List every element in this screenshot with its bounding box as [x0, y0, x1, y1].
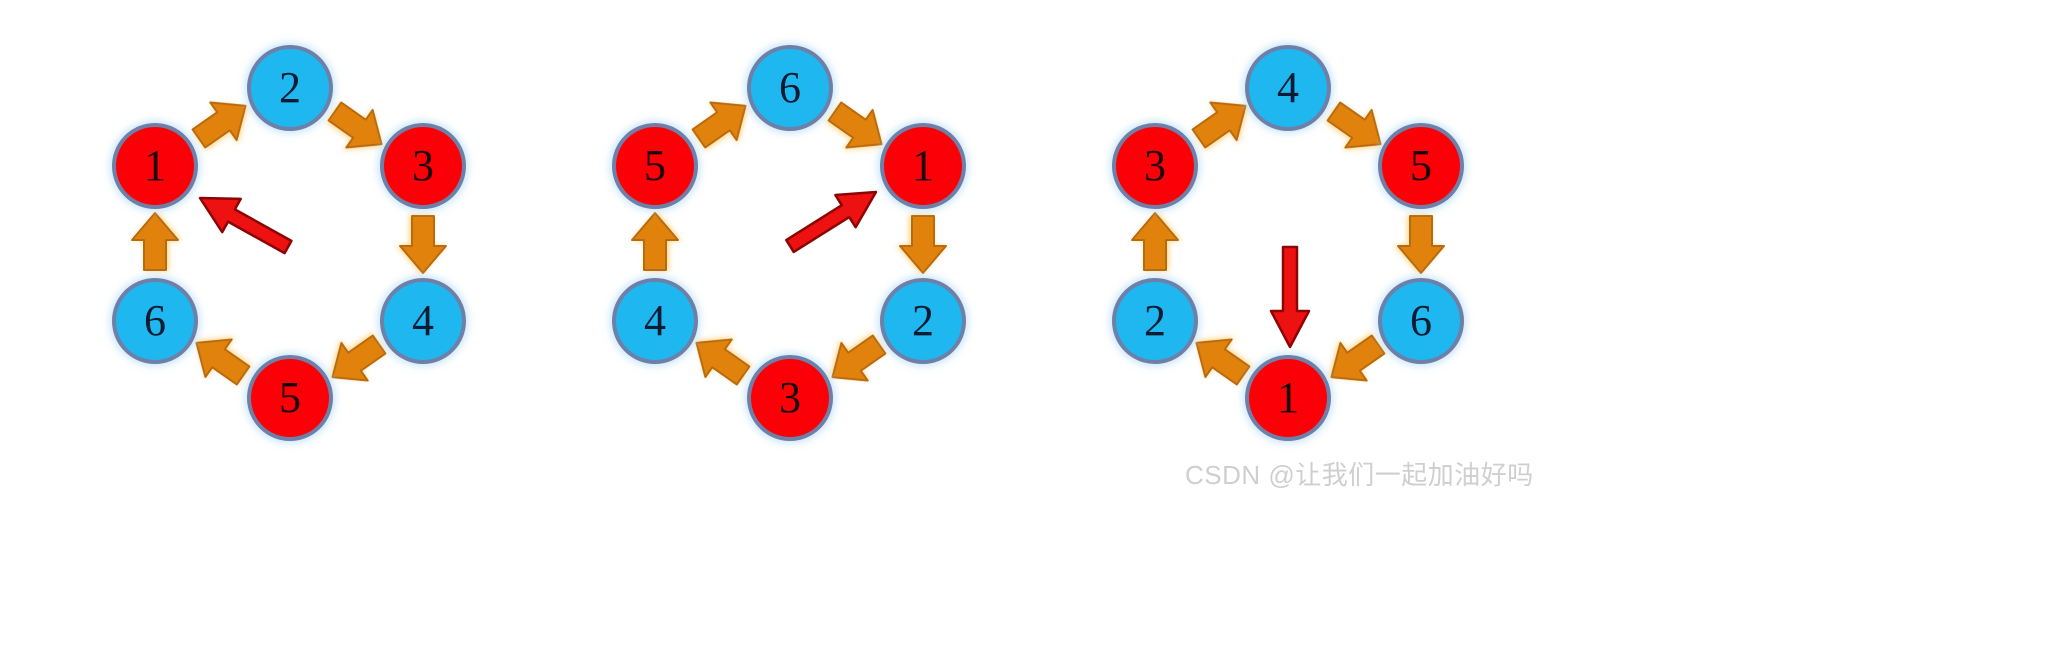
node-label: 6: [144, 296, 166, 345]
node-diagram-1-1[interactable]: 1: [112, 123, 198, 209]
node-diagram-3-2[interactable]: 2: [1112, 278, 1198, 364]
node-label: 5: [644, 141, 666, 190]
node-diagram-2-2[interactable]: 2: [880, 278, 966, 364]
arrow-diagram-2-3-to-4: [695, 338, 751, 386]
arrow-diagram-1-2-to-3: [327, 101, 383, 149]
node-label: 1: [1277, 373, 1299, 422]
arrow-diagram-1-1-to-2: [191, 101, 247, 149]
node-label: 2: [1144, 296, 1166, 345]
node-label: 4: [1277, 63, 1299, 112]
arrow-diagram-2-6-to-1: [827, 101, 883, 149]
node-diagram-1-6[interactable]: 6: [112, 278, 198, 364]
node-label: 3: [1144, 141, 1166, 190]
node-diagram-2-3[interactable]: 3: [747, 355, 833, 441]
arrow-diagram-2-5-to-6: [691, 101, 747, 149]
node-diagram-3-5[interactable]: 5: [1378, 123, 1464, 209]
node-label: 5: [1410, 141, 1432, 190]
arrow-diagram-2-4-to-5: [631, 212, 679, 271]
node-diagram-3-4[interactable]: 4: [1245, 45, 1331, 131]
node-diagram-2-5[interactable]: 5: [612, 123, 698, 209]
node-diagram-2-4[interactable]: 4: [612, 278, 698, 364]
node-diagram-2-6[interactable]: 6: [747, 45, 833, 131]
node-diagram-1-3[interactable]: 3: [380, 123, 466, 209]
node-label: 5: [279, 373, 301, 422]
node-diagram-3-3[interactable]: 3: [1112, 123, 1198, 209]
arrow-diagram-3-6-to-1: [1330, 334, 1386, 382]
node-label: 6: [779, 63, 801, 112]
node-label: 4: [412, 296, 434, 345]
node-label: 2: [279, 63, 301, 112]
node-diagram-1-2[interactable]: 2: [247, 45, 333, 131]
node-diagram-1-5[interactable]: 5: [247, 355, 333, 441]
arrow-diagram-1-4-to-5: [331, 334, 387, 382]
arrow-diagram-3-1-to-2: [1195, 338, 1251, 386]
node-label: 4: [644, 296, 666, 345]
node-diagram-3-6[interactable]: 6: [1378, 278, 1464, 364]
node-label: 2: [912, 296, 934, 345]
node-label: 3: [779, 373, 801, 422]
arrow-diagram-3-5-to-6: [1397, 215, 1445, 274]
arrow-diagram-3-3-to-4: [1191, 101, 1247, 149]
node-label: 1: [144, 141, 166, 190]
red-pointer-diagram-1-target-1: [198, 196, 293, 255]
node-diagram-2-1[interactable]: 1: [880, 123, 966, 209]
node-label: 3: [412, 141, 434, 190]
csdn-watermark: CSDN @让我们一起加油好吗: [1185, 460, 1534, 490]
red-pointer-diagram-2-target-1: [785, 190, 878, 254]
arrow-diagram-1-6-to-1: [131, 212, 179, 271]
arrow-diagram-2-2-to-3: [831, 334, 887, 382]
arrow-diagram-1-5-to-6: [195, 338, 251, 386]
node-diagram-1-4[interactable]: 4: [380, 278, 466, 364]
arrow-diagram-3-2-to-3: [1131, 212, 1179, 271]
node-label: 1: [912, 141, 934, 190]
node-label: 6: [1410, 296, 1432, 345]
arrow-diagram-3-4-to-5: [1326, 101, 1382, 149]
node-diagram-3-1[interactable]: 1: [1245, 355, 1331, 441]
arrow-diagram-1-3-to-4: [399, 215, 447, 274]
arrow-diagram-2-1-to-2: [899, 215, 947, 274]
red-pointer-diagram-3-target-1: [1269, 245, 1311, 349]
